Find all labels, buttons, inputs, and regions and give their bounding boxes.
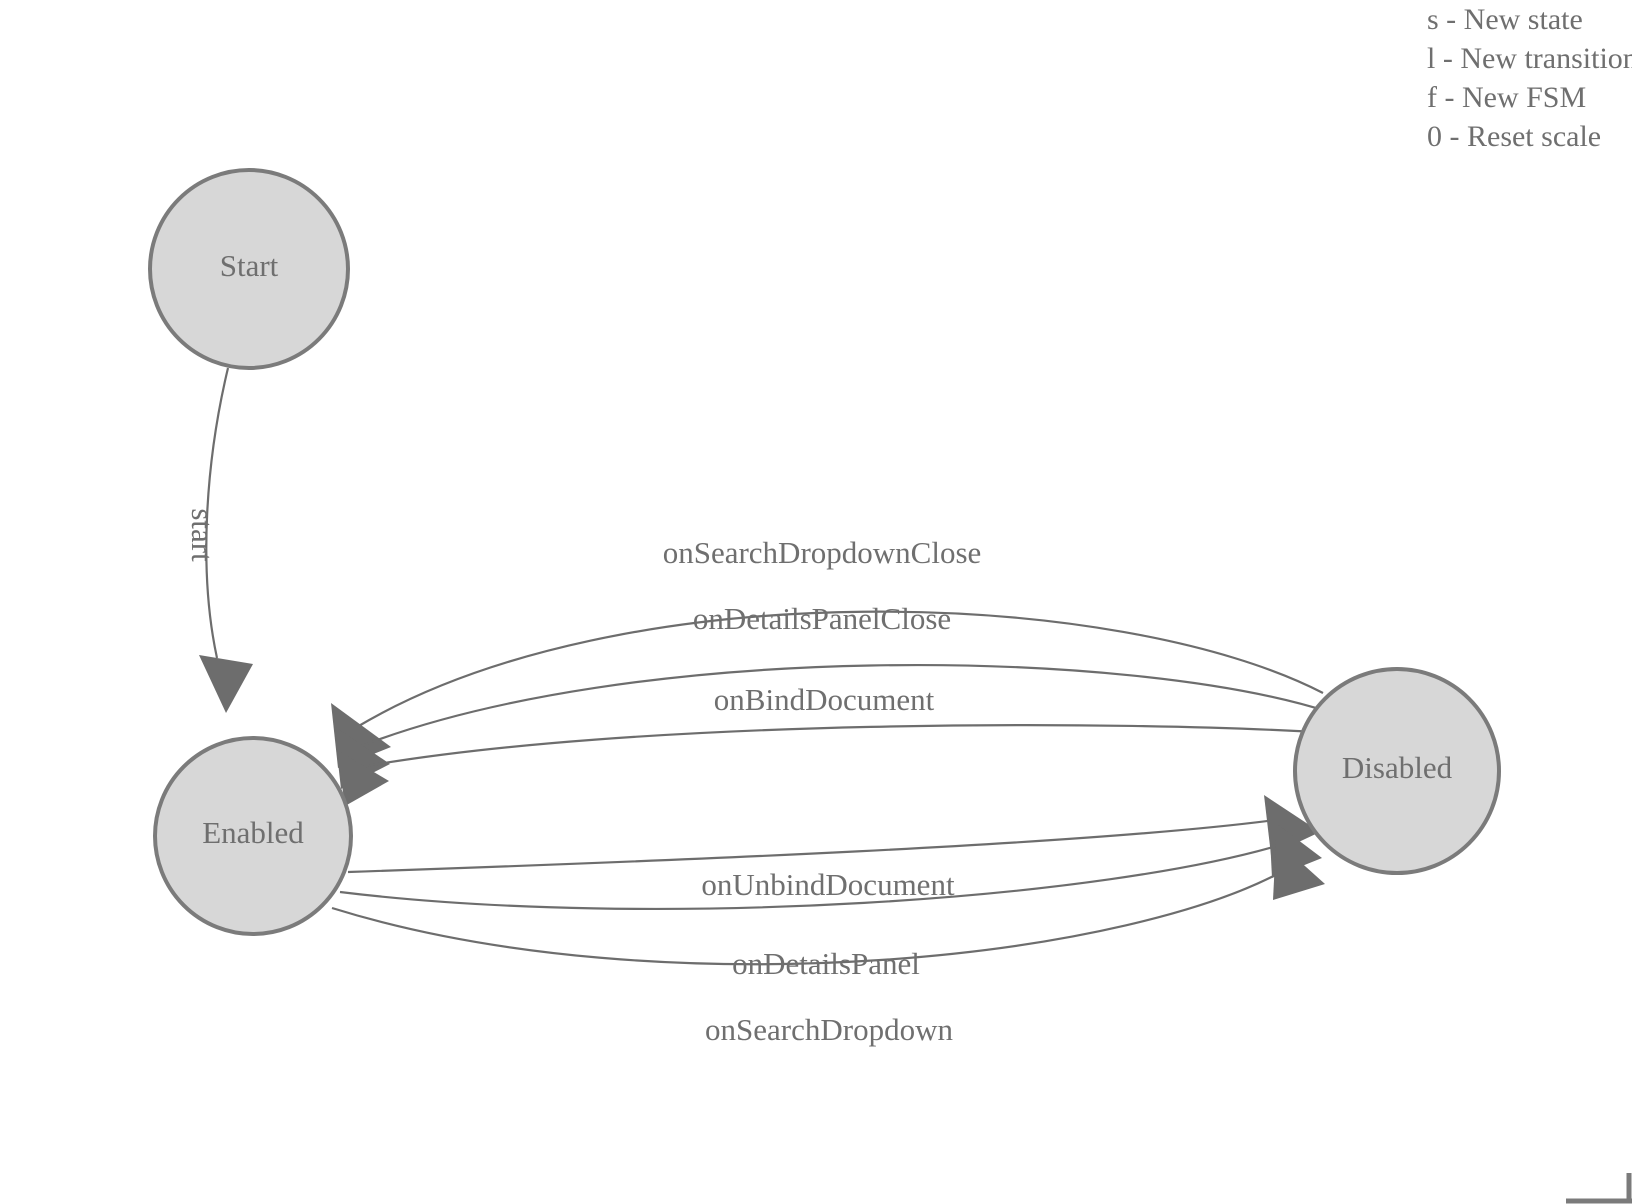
- help-line-new-transition: l - New transition: [1427, 42, 1632, 75]
- transition-start-path[interactable]: [205, 367, 230, 659]
- help-line-reset-scale: 0 - Reset scale: [1427, 120, 1602, 153]
- state-label-start: Start: [220, 248, 279, 283]
- state-circle-start[interactable]: [148, 168, 350, 370]
- transition-start-arrowhead: [199, 655, 253, 713]
- transition-onsearchdropdown[interactable]: [331, 840, 1325, 966]
- transition-label-start: start: [185, 508, 220, 562]
- state-circle-disabled[interactable]: [1293, 667, 1501, 875]
- canvas-corner-marker: [1566, 1173, 1632, 1204]
- transition-ondetailspanelclose-path[interactable]: [355, 663, 1330, 750]
- help-line-new-fsm: f - New FSM: [1427, 81, 1587, 114]
- state-label-disabled: Disabled: [1342, 750, 1453, 785]
- state-node-start[interactable]: Start: [148, 168, 350, 370]
- state-label-enabled: Enabled: [202, 815, 304, 850]
- transition-onunbinddocument[interactable]: [347, 795, 1320, 874]
- transition-label-onbinddocument: onBindDocument: [714, 682, 935, 717]
- transition-label-onsearchdropdown: onSearchDropdown: [705, 1012, 953, 1047]
- transition-onbinddocument-path[interactable]: [354, 724, 1332, 770]
- transition-label-onunbinddocument: onUnbindDocument: [701, 867, 955, 902]
- transition-onsearchdropdownclose-path[interactable]: [356, 610, 1324, 728]
- state-node-enabled[interactable]: Enabled: [153, 736, 353, 936]
- transition-label-ondetailspanelclose: onDetailsPanelClose: [693, 601, 951, 636]
- transition-onsearchdropdown-path[interactable]: [331, 862, 1298, 966]
- transition-onbinddocument[interactable]: [337, 724, 1332, 806]
- transition-label-onsearchdropdownclose: onSearchDropdownClose: [663, 535, 982, 570]
- transition-onunbinddocument-path[interactable]: [347, 816, 1291, 874]
- transition-onbinddocument-arrowhead: [337, 750, 389, 806]
- state-node-disabled[interactable]: Disabled: [1293, 667, 1501, 875]
- help-line-new-state: s - New state: [1427, 3, 1583, 36]
- help-legend: s - New state l - New transition f - New…: [1427, 0, 1632, 156]
- state-circle-enabled[interactable]: [153, 736, 353, 936]
- transition-label-ondetailspanel: onDetailsPanel: [732, 946, 920, 981]
- transition-start[interactable]: [199, 367, 253, 713]
- transition-onsearchdropdown-arrowhead: [1273, 840, 1325, 900]
- transition-ondetailspanel-path[interactable]: [339, 839, 1294, 910]
